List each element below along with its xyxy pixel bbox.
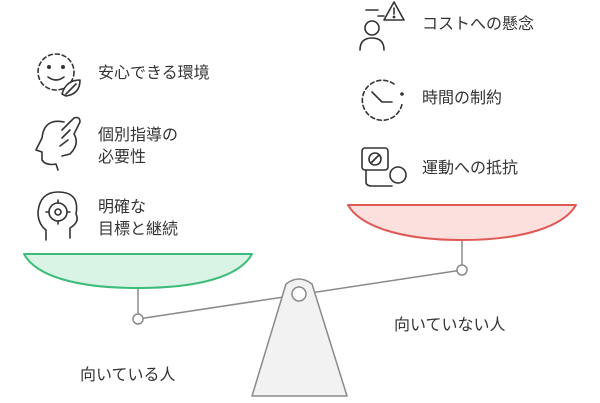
left-item-label: 個別指導の 必要性 xyxy=(98,124,178,168)
left-item-label-line: 明確な xyxy=(98,197,147,216)
clock-icon xyxy=(361,79,404,121)
right-item-label-line: コストへの懸念 xyxy=(422,14,535,33)
right-pan xyxy=(347,204,577,241)
left-item-label-line: 目標と継続 xyxy=(98,219,179,238)
left-item-label-line: 個別指導の xyxy=(98,125,179,144)
left-caption: 向いている人 xyxy=(80,365,176,384)
left-hinge xyxy=(132,313,144,325)
right-item-label: 運動への抵抗 xyxy=(422,157,518,179)
fulcrum xyxy=(251,278,348,397)
right-item-label-line: 時間の制約 xyxy=(422,88,503,107)
thinking-hand-icon xyxy=(35,116,81,171)
left-item-label-line: 安心できる環境 xyxy=(98,63,210,82)
warning-person-icon xyxy=(359,1,405,51)
right-item-label-line: 運動への抵抗 xyxy=(422,158,519,177)
no-exercise-icon xyxy=(361,147,407,187)
target-head-icon xyxy=(37,191,78,241)
left-item-label-line: 必要性 xyxy=(98,147,147,166)
fulcrum-pivot xyxy=(291,286,307,302)
right-item-label: 時間の制約 xyxy=(422,87,502,109)
left-item-label: 安心できる環境 xyxy=(98,62,210,84)
smile-leaf-icon xyxy=(37,53,81,97)
right-item-label: コストへの懸念 xyxy=(422,13,534,35)
right-caption: 向いていない人 xyxy=(394,315,506,334)
right-hinge xyxy=(456,264,468,276)
left-item-label: 明確な 目標と継続 xyxy=(98,196,178,240)
left-pan xyxy=(23,253,253,289)
